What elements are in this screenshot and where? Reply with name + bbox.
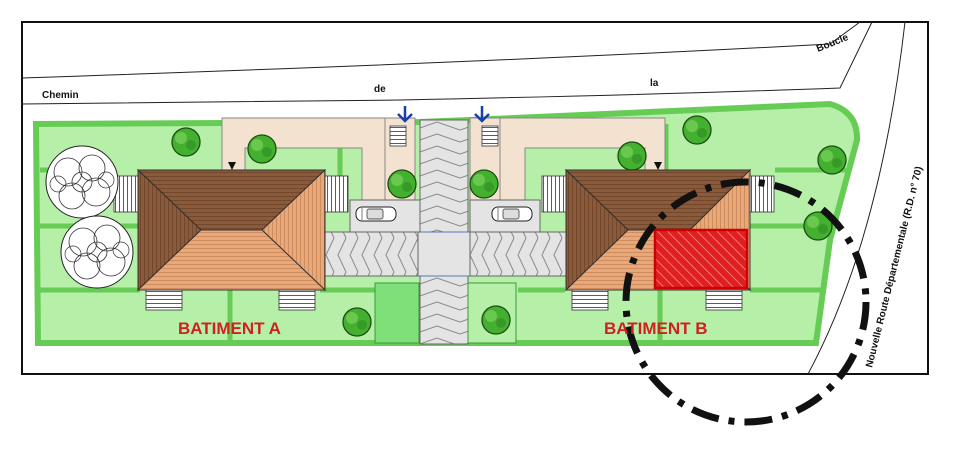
- building-b-label: BATIMENT B: [604, 319, 708, 338]
- road-label-de: de: [374, 84, 386, 95]
- road-edge-top: [21, 21, 861, 79]
- drive-turnaround: [411, 231, 475, 277]
- tree-icon: [45, 145, 119, 219]
- tree-icon: [342, 307, 372, 337]
- tree-icon: [481, 305, 511, 335]
- road-label-chemin: Chemin: [42, 90, 79, 101]
- building-b: [541, 168, 775, 311]
- tree-icon: [60, 215, 134, 289]
- road-edge-bottom: [21, 21, 873, 105]
- parking-lane-a: [321, 231, 419, 277]
- marker-triangle: [654, 162, 662, 170]
- planter-a: [374, 282, 420, 344]
- highlight-circle: [622, 178, 870, 426]
- parking-lane-b: [469, 231, 567, 277]
- tree-icon: [171, 127, 201, 157]
- entrance-arrow-icon: [397, 106, 413, 123]
- tree-icon: [617, 141, 647, 171]
- road-label-la: la: [650, 78, 659, 89]
- staircase-icon: [389, 125, 407, 147]
- entrance-arrow-icon: [474, 106, 490, 123]
- tree-icon: [817, 145, 847, 175]
- side-road-edge-left: [807, 21, 906, 375]
- tree-icon: [682, 115, 712, 145]
- hedge-border: [32, 100, 861, 346]
- staircase-icon: [481, 125, 499, 147]
- car-icon: [491, 206, 533, 222]
- highlighted-unit: [653, 228, 749, 290]
- tree-icon: [469, 169, 499, 199]
- marker-triangle: [228, 162, 236, 170]
- car-icon: [355, 206, 397, 222]
- tree-icon: [247, 134, 277, 164]
- building-a: [113, 168, 349, 311]
- building-a-label: BATIMENT A: [178, 319, 281, 338]
- tree-icon: [387, 169, 417, 199]
